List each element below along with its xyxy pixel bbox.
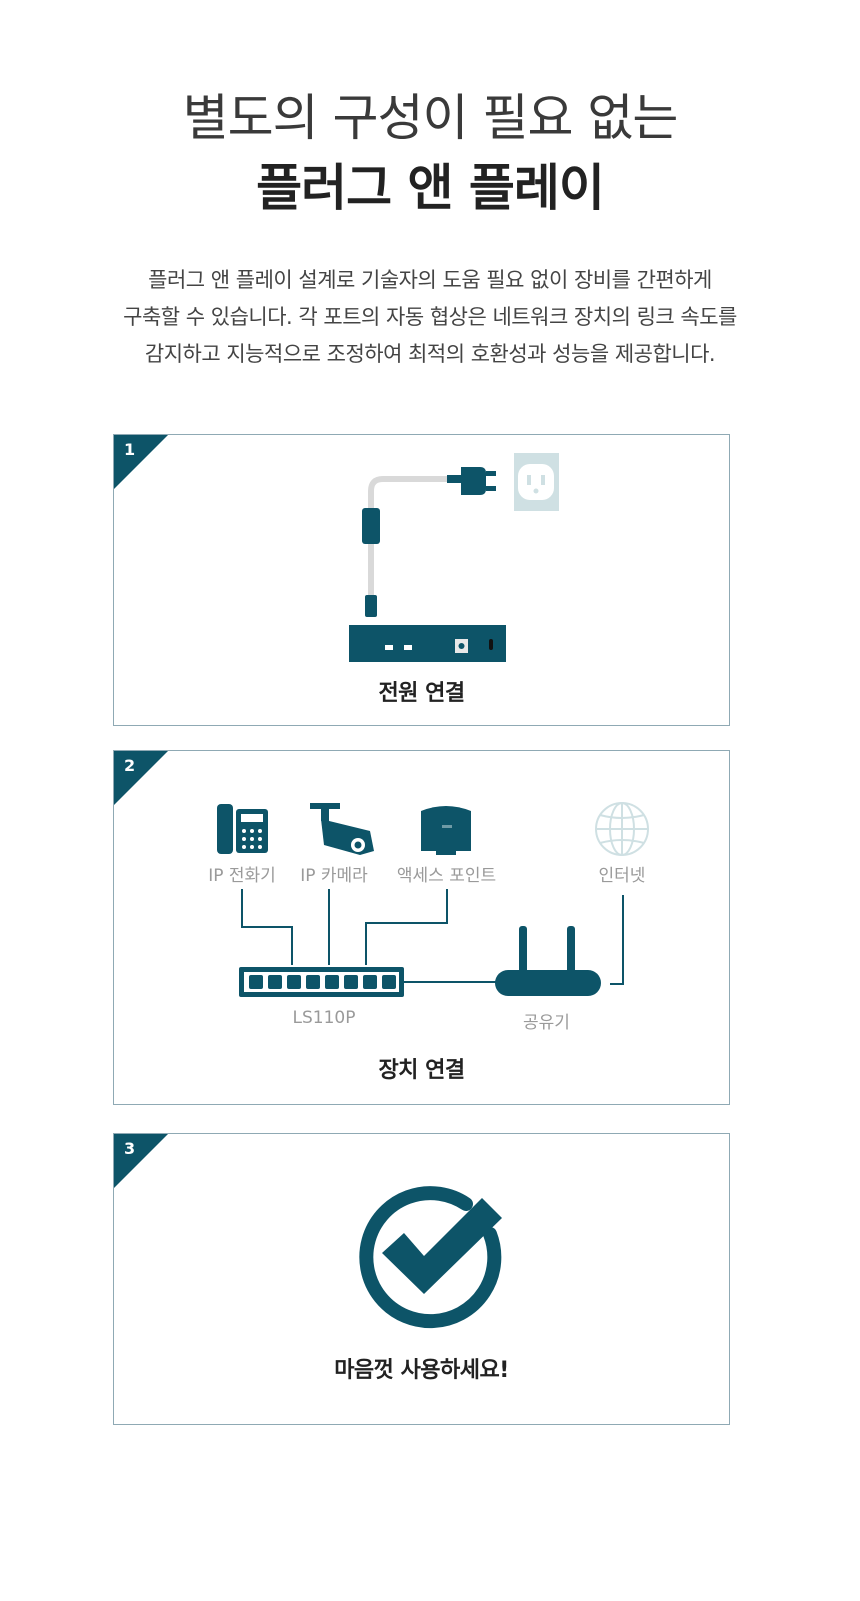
device-label-switch: LS110P (292, 1008, 356, 1028)
router-icon (495, 926, 601, 996)
step-card-3: 3 마음껏 사용하세요! (113, 1133, 730, 1425)
power-adapter (362, 508, 380, 544)
switch-device-icon (239, 967, 404, 997)
wall-outlet-icon (514, 453, 559, 511)
ip-phone-icon (217, 804, 268, 854)
description-line2: 구축할 수 있습니다. 각 포트의 자동 협상은 네트워크 장치의 링크 속도를 (123, 305, 737, 329)
step-number-3: 3 (124, 1139, 136, 1158)
globe-icon (595, 802, 649, 856)
connection-lines (241, 889, 624, 985)
ip-camera-icon (310, 803, 374, 855)
check-circle-icon (359, 1186, 502, 1329)
step-card-1: 1 전원 연결 (113, 434, 730, 726)
step-badge-2 (114, 751, 168, 805)
step-caption-3: 마음껏 사용하세요! (334, 1358, 509, 1383)
device-connection-illustration (217, 802, 649, 997)
description-line1: 플러그 앤 플레이 설계로 기술자의 도움 필요 없이 장비를 간편하게 (148, 268, 712, 292)
step-caption-1: 전원 연결 (378, 681, 465, 706)
step-number-1: 1 (124, 440, 136, 459)
check-illustration (359, 1186, 502, 1329)
device-label-internet: 인터넷 (598, 866, 646, 886)
power-cable (368, 476, 449, 617)
switch-device-icon (349, 625, 506, 662)
device-label-router: 공유기 (523, 1013, 570, 1033)
step-badge-3 (114, 1134, 168, 1188)
heading-line1: 별도의 구성이 필요 없는 (182, 89, 679, 147)
device-label-phone: IP 전화기 (208, 866, 276, 886)
power-plug-icon (447, 467, 496, 495)
description: 플러그 앤 플레이 설계로 기술자의 도움 필요 없이 장비를 간편하게 구축할… (60, 262, 800, 373)
dc-connector (365, 595, 377, 617)
access-point-icon (421, 806, 471, 855)
heading-line2: 플러그 앤 플레이 (256, 159, 605, 217)
description-line3: 감지하고 지능적으로 조정하여 최적의 호환성과 성능을 제공합니다. (144, 342, 716, 366)
step-card-2: 2 (113, 750, 730, 1105)
power-connection-illustration (349, 453, 559, 662)
step-number-2: 2 (124, 756, 136, 775)
step-caption-2: 장치 연결 (378, 1058, 465, 1083)
device-label-access-point: 액세스 포인트 (396, 866, 497, 886)
step-badge-1 (114, 435, 168, 489)
device-label-camera: IP 카메라 (300, 866, 368, 886)
